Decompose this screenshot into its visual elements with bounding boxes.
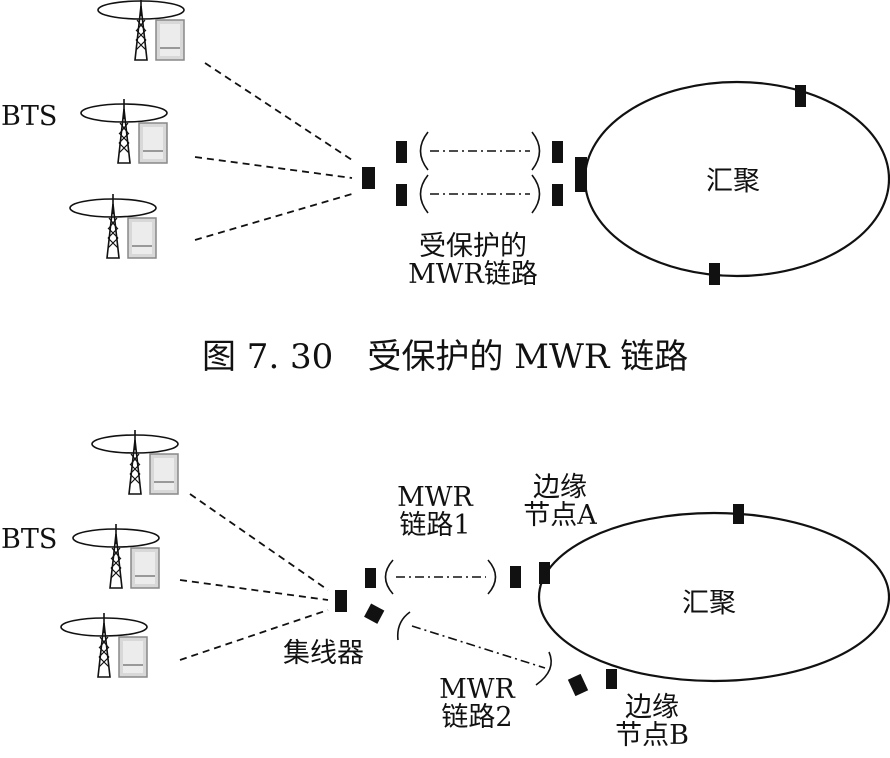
protected-mwr-links (430, 150, 530, 195)
ring-node-icon (795, 85, 806, 107)
mwr-antenna-icon (567, 673, 589, 697)
top-figure (69, 0, 890, 285)
mwr-link-2-line1: MWR (439, 674, 515, 705)
mwr-link-1-label: MWR 链路1 (380, 482, 490, 542)
link-label-line1: 受保护的 (419, 231, 527, 262)
mwr-antenna-icon (365, 568, 376, 588)
edge-node-b-label: 边缘 节点B (597, 692, 707, 752)
mwr-antenna-icon (396, 184, 407, 206)
aggregation-ring (537, 511, 890, 683)
ring-node-icon (575, 157, 587, 192)
edge-node-a-line2: 节点A (523, 500, 597, 532)
link-label: 受保护的 MWR链路 (398, 231, 548, 291)
mwr-links (396, 576, 546, 669)
ring-label: 汇聚 (706, 166, 760, 197)
hub-antenna-icon (335, 590, 347, 612)
edge-node-b-icon (606, 669, 617, 689)
bts-links (179, 493, 329, 661)
mwr-antenna-icon (552, 184, 563, 206)
ring-node-icon (733, 504, 744, 524)
edge-node-a-label: 边缘 节点A (505, 472, 615, 532)
bts-tower-icon (80, 98, 168, 164)
bts-tower-icon (97, 0, 185, 61)
bts-tower-icon (60, 612, 148, 678)
mwr-link-2-line2: 链路2 (441, 702, 513, 734)
radio-arc-icon (384, 559, 552, 686)
bottom-figure (60, 429, 890, 697)
mwr-antenna-icon (396, 141, 407, 163)
figure-caption: 图 7. 30 受保护的 MWR 链路 (202, 337, 689, 377)
hub-label: 集线器 (283, 638, 364, 669)
mwr-link-2-label: MWR 链路2 (422, 674, 532, 734)
mwr-antenna-icon (552, 141, 563, 163)
bts-label: BTS (1, 524, 58, 555)
edge-node-a-icon (539, 562, 550, 584)
mwr-link-1-line1: MWR (397, 482, 473, 513)
bts-links (194, 62, 353, 241)
hub-antenna-icon (362, 167, 375, 189)
bts-tower-icon (91, 429, 179, 495)
edge-node-b-line2: 节点B (615, 720, 689, 752)
mwr-antenna-icon (364, 603, 385, 624)
mwr-antenna-icon (510, 566, 521, 588)
radio-arc-icon (419, 131, 541, 214)
bts-tower-icon (72, 523, 160, 589)
bts-tower-icon (69, 193, 157, 259)
bts-label: BTS (1, 101, 58, 132)
ring-node-icon (709, 263, 720, 285)
link-label-line2: MWR链路 (408, 259, 538, 291)
ring-label: 汇聚 (682, 588, 736, 619)
edge-node-b-line1: 边缘 (625, 692, 679, 723)
mwr-link-1-line2: 链路1 (399, 510, 471, 542)
edge-node-a-line1: 边缘 (533, 472, 587, 503)
